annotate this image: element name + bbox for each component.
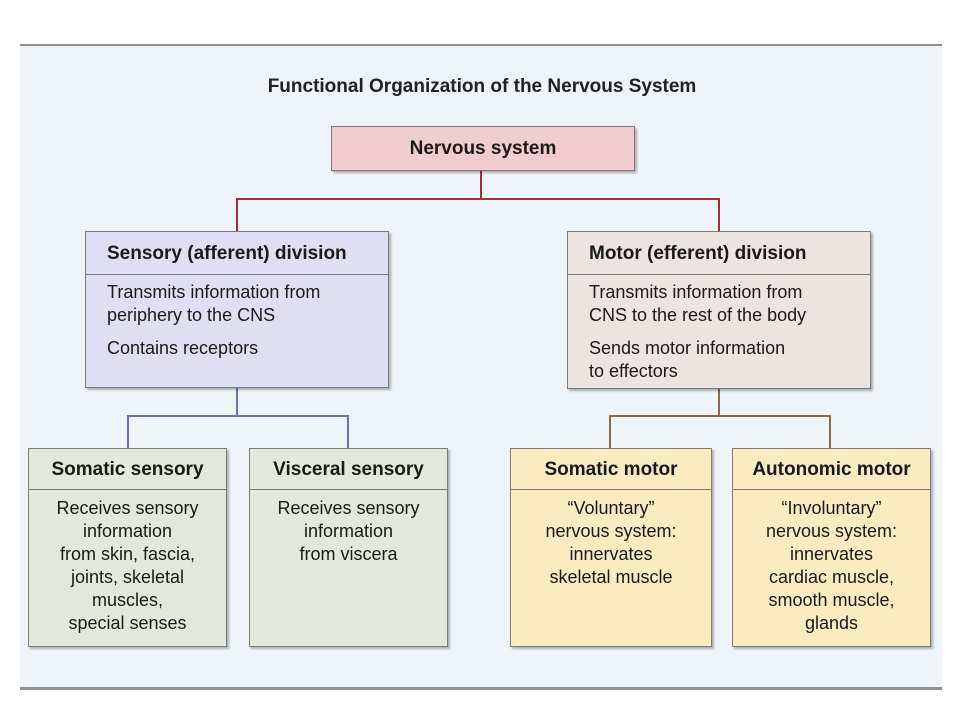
sensory-division-box: Sensory (afferent) division Transmits in… [85, 231, 389, 388]
text-line: Receives sensory [277, 498, 420, 518]
motor-division-text: Transmits information from CNS to the re… [589, 281, 870, 327]
somatic-motor-header: Somatic motor [511, 449, 711, 490]
text-line: skeletal muscle [549, 567, 673, 587]
text-line: cardiac muscle, [768, 567, 895, 587]
somatic-sensory-body: Receives sensory information from skin, … [29, 490, 226, 635]
sensory-division-body: Transmits information from periphery to … [86, 275, 388, 360]
nervous-system-box: Nervous system [331, 126, 635, 171]
text-line: information [82, 521, 173, 541]
autonomic-motor-header: Autonomic motor [733, 449, 930, 490]
visceral-sensory-body: Receives sensory information from viscer… [250, 490, 447, 566]
nervous-system-label: Nervous system [409, 137, 557, 159]
somatic-sensory-header: Somatic sensory [29, 449, 226, 490]
motor-division-body: Transmits information from CNS to the re… [568, 275, 870, 383]
text-line: CNS to the rest of the body [589, 305, 807, 325]
text-line: innervates [569, 544, 653, 564]
text-line: Transmits information from [589, 282, 803, 302]
somatic-motor-body: “Voluntary” nervous system: innervates s… [511, 490, 711, 589]
autonomic-motor-body: “Involuntary” nervous system: innervates… [733, 490, 930, 635]
motor-division-box: Motor (efferent) division Transmits info… [567, 231, 871, 389]
text-line: periphery to the CNS [107, 305, 276, 325]
text-line: smooth muscle, [768, 590, 895, 610]
diagram-title: Functional Organization of the Nervous S… [267, 76, 697, 97]
text-line: Sends motor information [589, 338, 786, 358]
visceral-sensory-box: Visceral sensory Receives sensory inform… [249, 448, 448, 647]
text-line: Receives sensory [56, 498, 199, 518]
text-line: information [303, 521, 394, 541]
sensory-division-text: Contains receptors [107, 337, 388, 360]
text-line: “Voluntary” [567, 498, 655, 518]
text-line: Transmits information from [107, 282, 321, 302]
motor-connector [609, 389, 720, 448]
text-line: “Involuntary” [781, 498, 882, 518]
text-line: from viscera [299, 544, 398, 564]
text-line: innervates [789, 544, 874, 564]
sensory-connector [237, 415, 349, 448]
sensory-division-header: Sensory (afferent) division [86, 232, 388, 275]
somatic-motor-box: Somatic motor “Voluntary” nervous system… [510, 448, 712, 647]
motor-division-header: Motor (efferent) division [568, 232, 870, 275]
root-connector [481, 198, 720, 231]
text-line: nervous system: [545, 521, 677, 541]
somatic-sensory-box: Somatic sensory Receives sensory informa… [28, 448, 227, 647]
autonomic-motor-box: Autonomic motor “Involuntary” nervous sy… [732, 448, 931, 647]
text-line: to effectors [589, 361, 678, 381]
text-line: joints, skeletal [70, 567, 185, 587]
root-connector [236, 171, 482, 231]
text-line: muscles, [91, 590, 163, 610]
motor-connector [719, 415, 831, 448]
text-line: from skin, fascia, [59, 544, 196, 564]
text-line: nervous system: [765, 521, 898, 541]
sensory-connector [127, 388, 238, 448]
text-line: Contains receptors [107, 338, 259, 358]
text-line: glands [804, 613, 859, 633]
motor-division-text: Sends motor information to effectors [589, 337, 870, 383]
sensory-division-text: Transmits information from periphery to … [107, 281, 388, 327]
visceral-sensory-header: Visceral sensory [250, 449, 447, 490]
text-line: special senses [68, 613, 187, 633]
